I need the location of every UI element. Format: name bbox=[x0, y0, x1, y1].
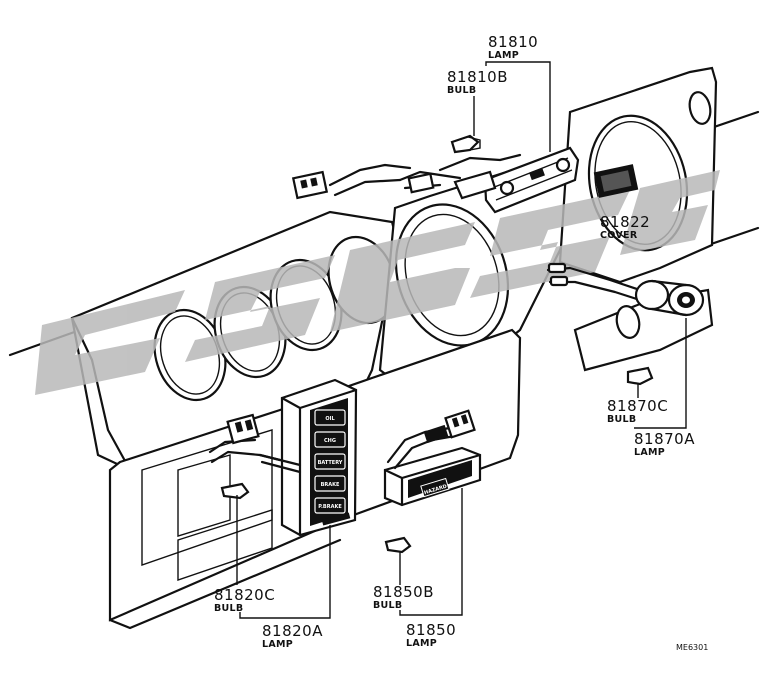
lamp-81810-socket bbox=[453, 170, 497, 200]
label-81850-number: 81850 bbox=[406, 621, 456, 639]
bulb-81850b bbox=[384, 536, 412, 554]
label-81810-name: LAMP bbox=[488, 50, 519, 61]
lower-recess-3 bbox=[177, 454, 231, 537]
warning-buttons: OIL CHG BATTERY BRAKE P.BRAKE bbox=[314, 409, 346, 514]
label-81822-name: COVER bbox=[600, 230, 638, 241]
small-indicator-hole bbox=[688, 91, 712, 125]
lamp-81810-body bbox=[483, 146, 580, 214]
warning-button-oil bbox=[314, 409, 346, 426]
label-81850-name: LAMP bbox=[406, 638, 437, 649]
lamp-81810-wire-1 bbox=[438, 153, 522, 172]
bulb-81810b bbox=[450, 134, 480, 154]
warning-button-chg bbox=[314, 431, 346, 448]
bulb-81870c bbox=[626, 366, 654, 386]
label-81810b-name: BULB bbox=[447, 85, 476, 96]
label-81870c-name: BULB bbox=[607, 414, 636, 425]
label-81820c-number: 81820C bbox=[214, 586, 275, 604]
warning-label-chg: CHG bbox=[324, 438, 336, 444]
part-labels: 81810 LAMP 81810B BULB 81822 COVER 81870… bbox=[214, 33, 708, 652]
figure-code: ME6301 bbox=[676, 643, 708, 652]
label-81810b-number: 81810B bbox=[447, 68, 508, 86]
warning-label-battery: BATTERY bbox=[318, 460, 343, 466]
label-81822-number: 81822 bbox=[600, 213, 650, 231]
label-81870a-number: 81870A bbox=[634, 430, 695, 448]
label-81820c-name: BULB bbox=[214, 603, 243, 614]
lower-panel-bottom bbox=[108, 538, 342, 630]
label-81820a-name: LAMP bbox=[262, 639, 293, 650]
lamp-81850-connector bbox=[444, 409, 476, 439]
leader-81870a bbox=[634, 318, 687, 429]
lamp-81810-connector bbox=[291, 170, 329, 200]
watermark-shape-3 bbox=[330, 222, 475, 332]
warning-label-pbrake: P.BRAKE bbox=[318, 504, 342, 510]
warning-label-oil: OIL bbox=[325, 416, 335, 422]
leader-81820a bbox=[239, 525, 331, 619]
right-lower-hole bbox=[615, 305, 641, 339]
label-81810-number: 81810 bbox=[488, 33, 538, 51]
label-81870c-number: 81870C bbox=[607, 397, 668, 415]
watermark-shape-2 bbox=[185, 255, 335, 362]
watermark-shape-4 bbox=[470, 190, 630, 298]
label-81850b-name: BULB bbox=[373, 600, 402, 611]
label-81870a-name: LAMP bbox=[634, 447, 665, 458]
warning-button-battery bbox=[314, 453, 346, 470]
lamp-81810-assembly bbox=[291, 134, 580, 214]
warning-button-pbrake bbox=[314, 497, 346, 514]
hazard-button bbox=[420, 477, 450, 498]
label-81850b-number: 81850B bbox=[373, 583, 434, 601]
lower-recess-2 bbox=[177, 509, 273, 581]
bulb-81820c bbox=[220, 482, 250, 500]
lamp-81850-assembly: HAZARD bbox=[383, 409, 482, 554]
lamp-81870a-socket-body bbox=[634, 279, 670, 311]
warning-button-brake bbox=[314, 475, 346, 492]
warning-label-brake: BRAKE bbox=[321, 482, 340, 488]
lamp-81870a-assembly bbox=[546, 262, 705, 386]
leader-81850 bbox=[399, 488, 463, 616]
lamp-81810-harness bbox=[328, 163, 412, 187]
label-81820a-number: 81820A bbox=[262, 622, 323, 640]
watermark bbox=[35, 170, 720, 395]
lamp-81820a-assembly: OIL CHG BATTERY BRAKE P.BRAKE bbox=[208, 378, 358, 537]
leader-lines bbox=[236, 61, 687, 619]
leader-81810 bbox=[485, 61, 551, 152]
watermark-shape-1 bbox=[35, 290, 185, 395]
watermark-shape-5 bbox=[620, 170, 720, 255]
